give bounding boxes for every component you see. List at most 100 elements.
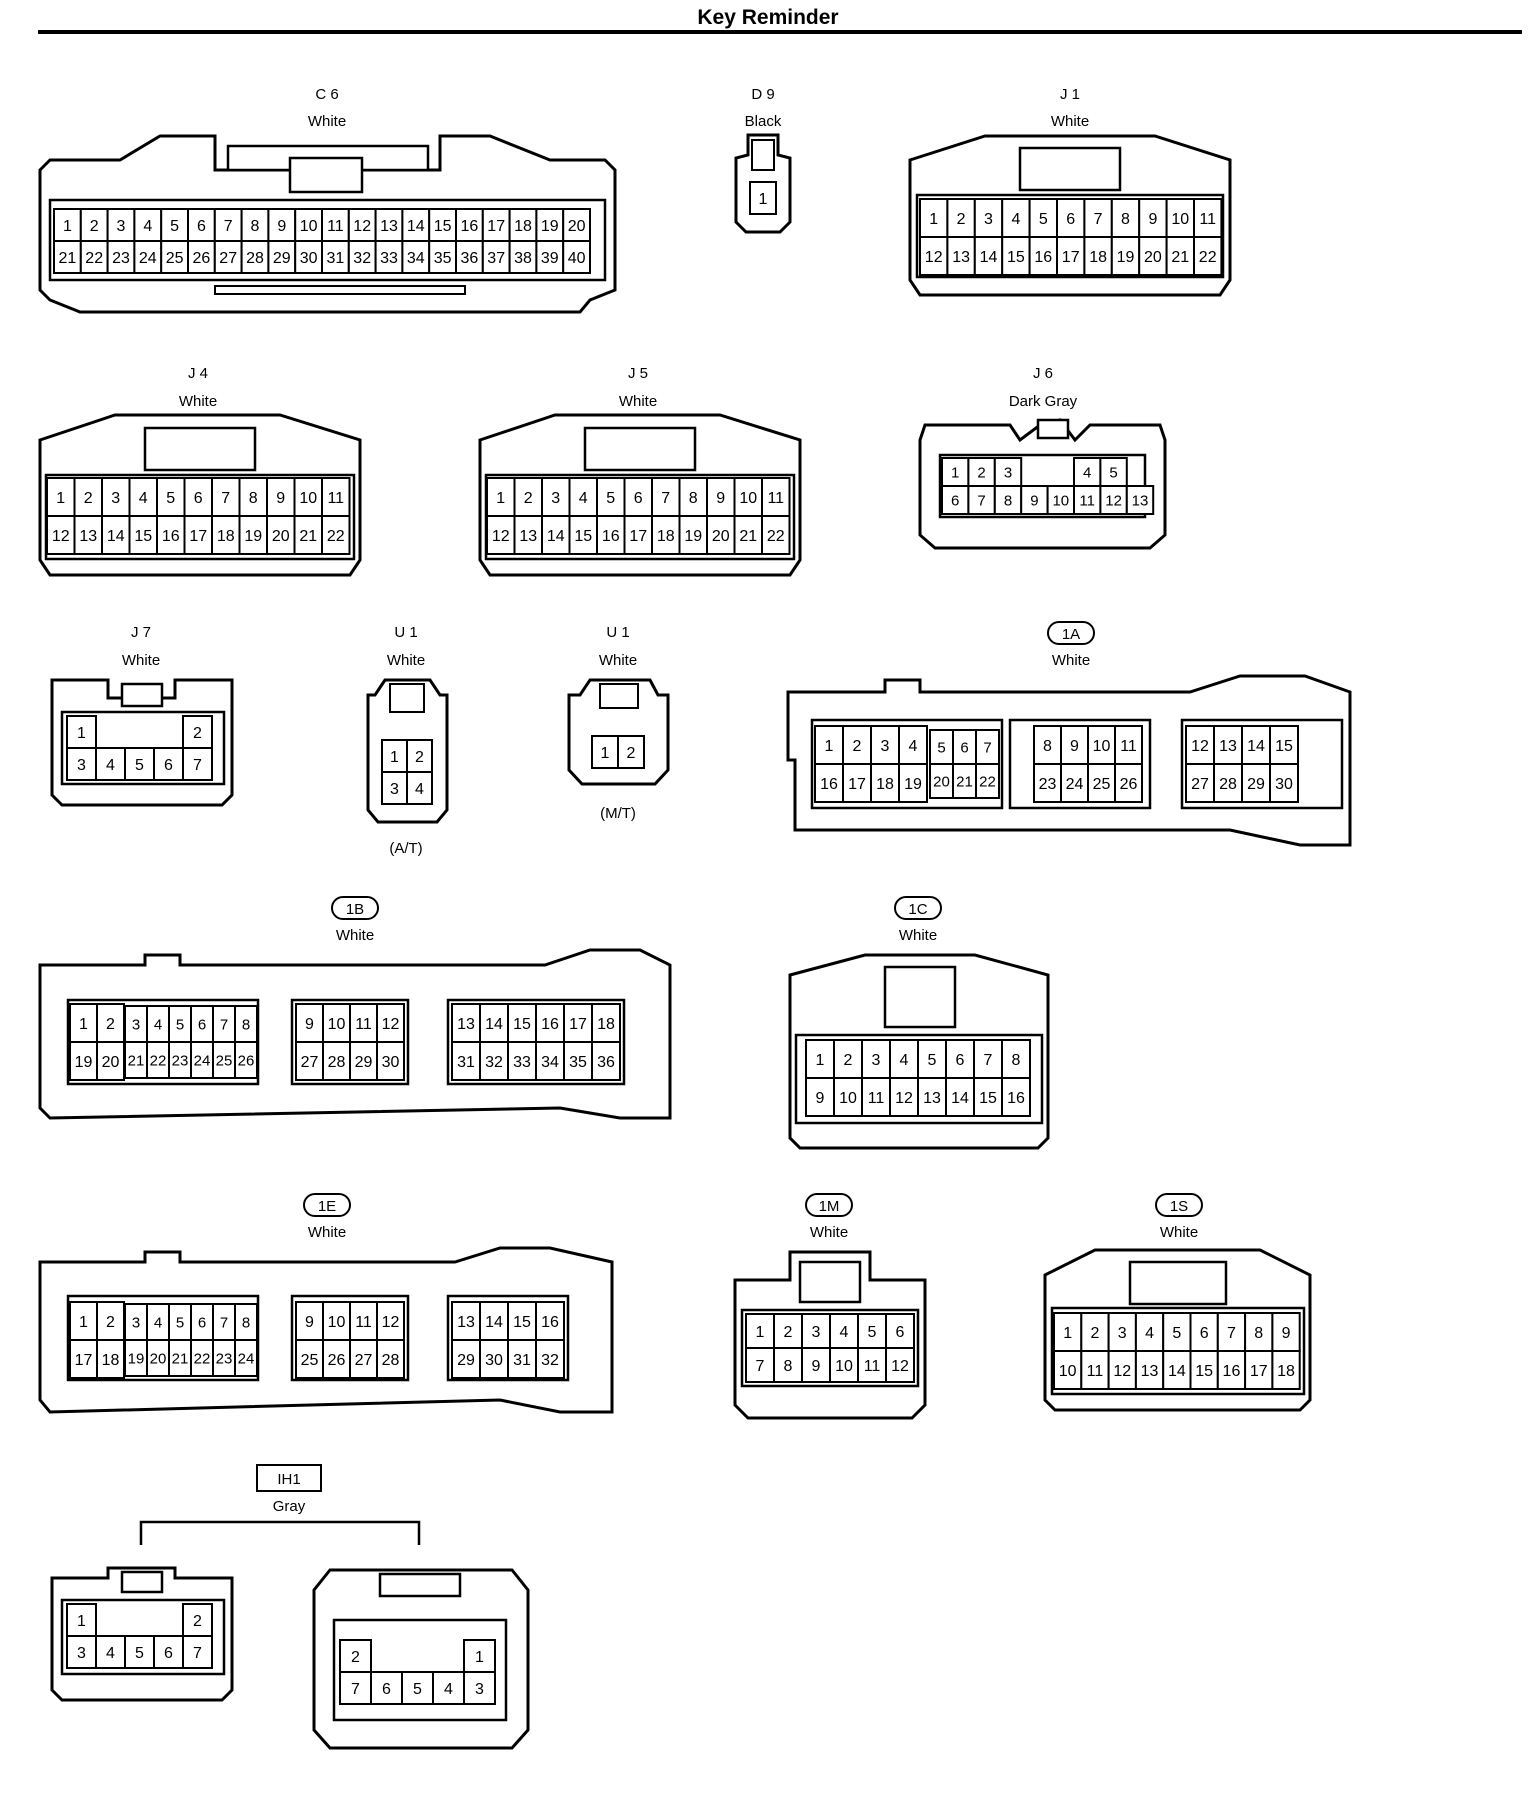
pin-cell [486,477,516,517]
pin-number: 4 [444,1681,453,1698]
pin-number: 2 [853,738,862,755]
pin-number: 23 [112,250,130,267]
pin-cell [535,240,565,274]
pin-number: 14 [547,528,565,545]
pin-number: 17 [1062,249,1080,266]
connector-id: J 5 [628,365,648,382]
pin-number: 19 [244,528,262,545]
pin-cell [967,485,996,515]
connector-latch [798,1260,862,1304]
connector-id: IH1 [277,1471,300,1488]
pin-cell [1213,763,1243,803]
pin-number: 26 [238,1052,255,1069]
pin-cell [706,515,736,555]
pin-cell [95,747,126,781]
pin-number: 15 [1007,249,1025,266]
pin-number: 1 [77,725,86,742]
pin-cell [1216,1312,1247,1352]
pin-number: 4 [840,1324,849,1341]
pin-cell [975,763,1000,799]
connector-latch [1128,1260,1228,1306]
pin-number: 10 [835,1358,853,1375]
pin-number: 20 [102,1054,120,1071]
connector-d9: D 9 Black 1 [734,86,792,234]
pin-number: 27 [219,250,237,267]
pin-number: 28 [246,250,264,267]
pin-cell [381,771,408,805]
pin-number: 2 [84,490,93,507]
pin-number: 11 [355,1314,372,1331]
pin-number: 8 [1004,492,1012,509]
pin-number: 16 [602,528,620,545]
pin-number: 12 [382,1016,400,1033]
pin-cell [321,240,350,274]
pin-number: 39 [541,250,559,267]
connector-note: (A/T) [389,840,422,857]
pin-number: 19 [75,1054,93,1071]
pin-cell [1060,763,1089,803]
pin-number: 2 [977,464,985,481]
pin-number: 15 [979,1090,997,1107]
connector-color: White [1051,113,1089,130]
pin-number: 23 [216,1350,233,1367]
pin-number: 4 [909,738,918,755]
pin-number: 3 [1118,1325,1127,1342]
pin-cell [1241,725,1271,765]
pin-number: 31 [327,250,345,267]
connector-id: J 7 [131,624,151,641]
pin-number: 9 [1030,492,1038,509]
pin-number: 11 [327,490,344,507]
pin-number: 17 [848,776,866,793]
pin-number: 14 [951,1090,969,1107]
pin-number: 20 [150,1350,167,1367]
pin-number: 15 [1275,738,1293,755]
pin-number: 1 [951,464,959,481]
pin-number: 9 [277,218,286,235]
pin-number: 7 [983,739,991,756]
pin-number: 5 [170,218,179,235]
connector-latch [120,682,164,708]
pin-number: 19 [1117,249,1135,266]
pin-cell [96,1301,125,1341]
id-badge [894,896,942,920]
pin-number: 13 [79,528,97,545]
pin-number: 6 [194,490,203,507]
pin-number: 14 [980,249,998,266]
pin-number: 8 [251,218,260,235]
pin-number: 8 [689,490,698,507]
pin-number: 38 [514,250,532,267]
pin-cell [1087,763,1116,803]
pin-number: 35 [434,250,452,267]
pin-number: 18 [102,1352,120,1369]
id-badge [1047,621,1095,645]
pin-number: 35 [569,1054,587,1071]
pin-number: 5 [176,1314,184,1331]
pin-number: 4 [1145,1325,1154,1342]
pin-number: 16 [1007,1090,1025,1107]
pin-number: 29 [273,250,291,267]
pin-number: 8 [1012,1052,1021,1069]
pin-number: 25 [301,1352,319,1369]
pin-number: 33 [380,250,398,267]
pin-number: 5 [937,739,945,756]
pin-cell [53,240,82,274]
connector-color: White [308,113,346,130]
pin-number: 19 [684,528,702,545]
pin-number: 14 [1247,738,1265,755]
connector-color: White [899,927,937,944]
connector-latch [143,426,257,472]
pin-number: 32 [485,1054,503,1071]
pin-number: 24 [139,250,157,267]
pin-number: 32 [541,1352,559,1369]
pin-number: 4 [900,1052,909,1069]
pin-number: 30 [300,250,318,267]
